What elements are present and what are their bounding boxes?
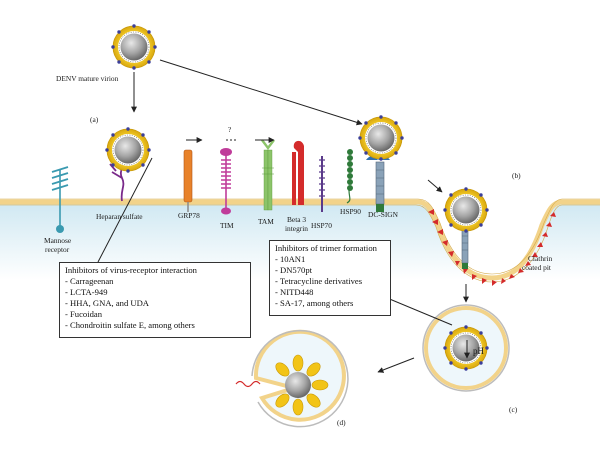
plasma-membrane — [0, 199, 600, 281]
receptor-inhibitors-title: Inhibitors of virus-receptor interaction — [65, 265, 197, 275]
receptor-inhibitor-item: - Fucoidan — [65, 309, 102, 319]
step-a-label: (a) — [90, 115, 99, 124]
virion-attached-b-icon — [357, 114, 405, 162]
mannose-label-2: receptor — [45, 245, 70, 254]
step-d-label: (d) — [337, 418, 346, 427]
grp78-label: GRP78 — [178, 211, 200, 220]
heparan-sulfate-icon — [109, 157, 131, 202]
trimer-inhibitor-item: - 10AN1 — [275, 254, 306, 264]
step-c-label: (c) — [509, 405, 518, 414]
trimer-inhibitor-item: - DN570pt — [275, 265, 312, 275]
receptor-inhibitor-item: - LCTA-949 — [65, 287, 108, 297]
hsp70-icon — [319, 156, 325, 212]
trimer-inhibitor-item: - SA-17, among others — [275, 298, 354, 308]
tim-icon — [220, 148, 232, 215]
ph-label: pH — [473, 346, 485, 356]
virion-pit-icon — [442, 186, 490, 234]
trimer-inhibitors-title: Inhibitors of trimer formation — [275, 243, 377, 253]
receptor-inhibitors-box: Inhibitors of virus-receptor interaction… — [59, 262, 251, 338]
trimer-inhibitors-box: Inhibitors of trimer formation - 10AN1 -… — [269, 240, 391, 316]
receptor-inhibitor-item: - HHA, GNA, and UDA — [65, 298, 150, 308]
question-mark: ? — [228, 125, 231, 134]
trimer-inhibitor-item: - NITD448 — [275, 287, 314, 297]
hsp70-label: HSP70 — [311, 221, 332, 230]
mannose-receptor-icon — [51, 166, 69, 233]
clathrin-label-2: coated pit — [522, 263, 552, 272]
clathrin-coat — [428, 209, 556, 286]
virion-label: DENV mature virion — [56, 74, 119, 83]
mannose-label-1: Mannose — [44, 236, 72, 245]
flow-arrows — [97, 59, 470, 373]
beta3-label-1: Beta 3 — [287, 215, 306, 224]
endosome-d-icon — [235, 329, 349, 428]
tim-label: TIM — [220, 221, 234, 230]
dc-sign-label: DC-SIGN — [368, 210, 399, 219]
receptor-inhibitor-item: - Carrageenan — [65, 276, 114, 286]
virion-mature-icon — [110, 23, 158, 71]
beta3-integrin-icon — [292, 140, 304, 205]
receptor-inhibitor-item: - Chondroitin sulfate E, among others — [65, 320, 195, 330]
grp78-icon — [183, 149, 193, 203]
beta3-label-2: integrin — [285, 224, 308, 233]
clathrin-label-1: Clathrin — [528, 254, 553, 263]
hsp90-label: HSP90 — [340, 207, 361, 216]
step-b-label: (b) — [512, 171, 521, 180]
endosome-c-icon — [422, 304, 510, 392]
heparan-label: Heparan sulfate — [96, 212, 143, 221]
trimer-inhibitor-item: - Tetracycline derivatives — [275, 276, 363, 286]
virion-attached-a-icon — [104, 126, 152, 174]
hsp90-icon — [346, 149, 353, 204]
tam-label: TAM — [258, 217, 274, 226]
